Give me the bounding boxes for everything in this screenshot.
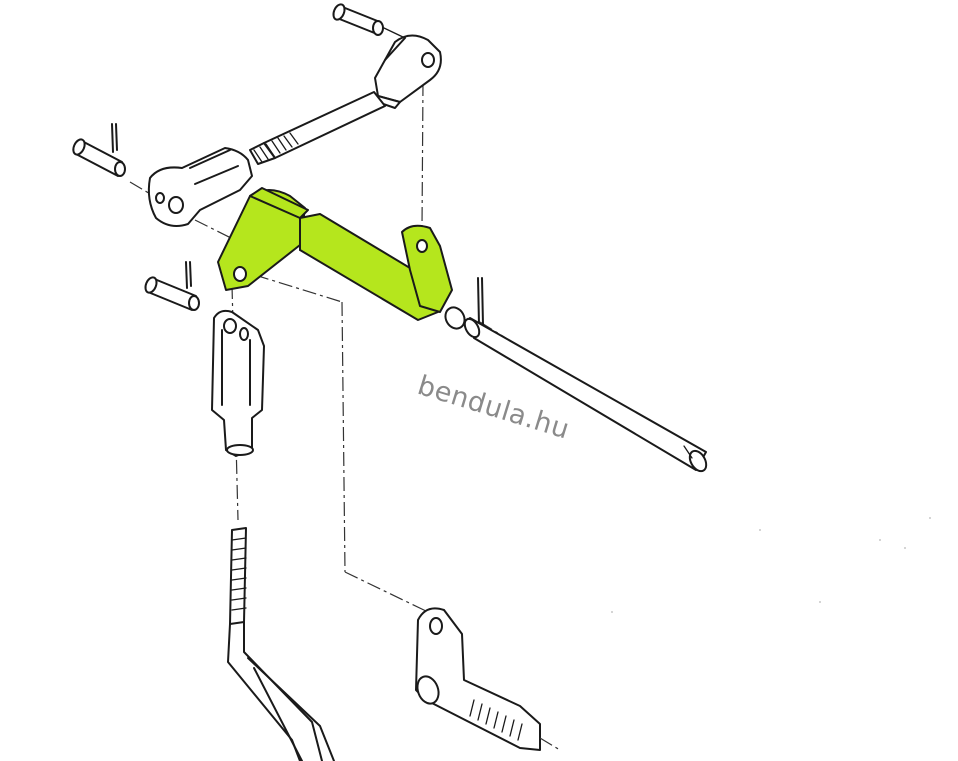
clevis-fork-lower [211,309,265,457]
pedal-rod [227,527,335,761]
clevis-pin-left [72,138,126,177]
clevis-pin-middle [144,276,200,311]
clevis-fork-left [147,147,253,227]
highlighted-cross-shaft-part [217,187,466,330]
long-shaft [463,317,708,473]
clevis-fork-top [371,34,442,109]
lower-lever-arm [415,607,561,751]
scan-specks [611,517,931,613]
clevis-pin-top [332,3,406,39]
cotter-pins [111,123,484,326]
threaded-rod [249,91,386,165]
